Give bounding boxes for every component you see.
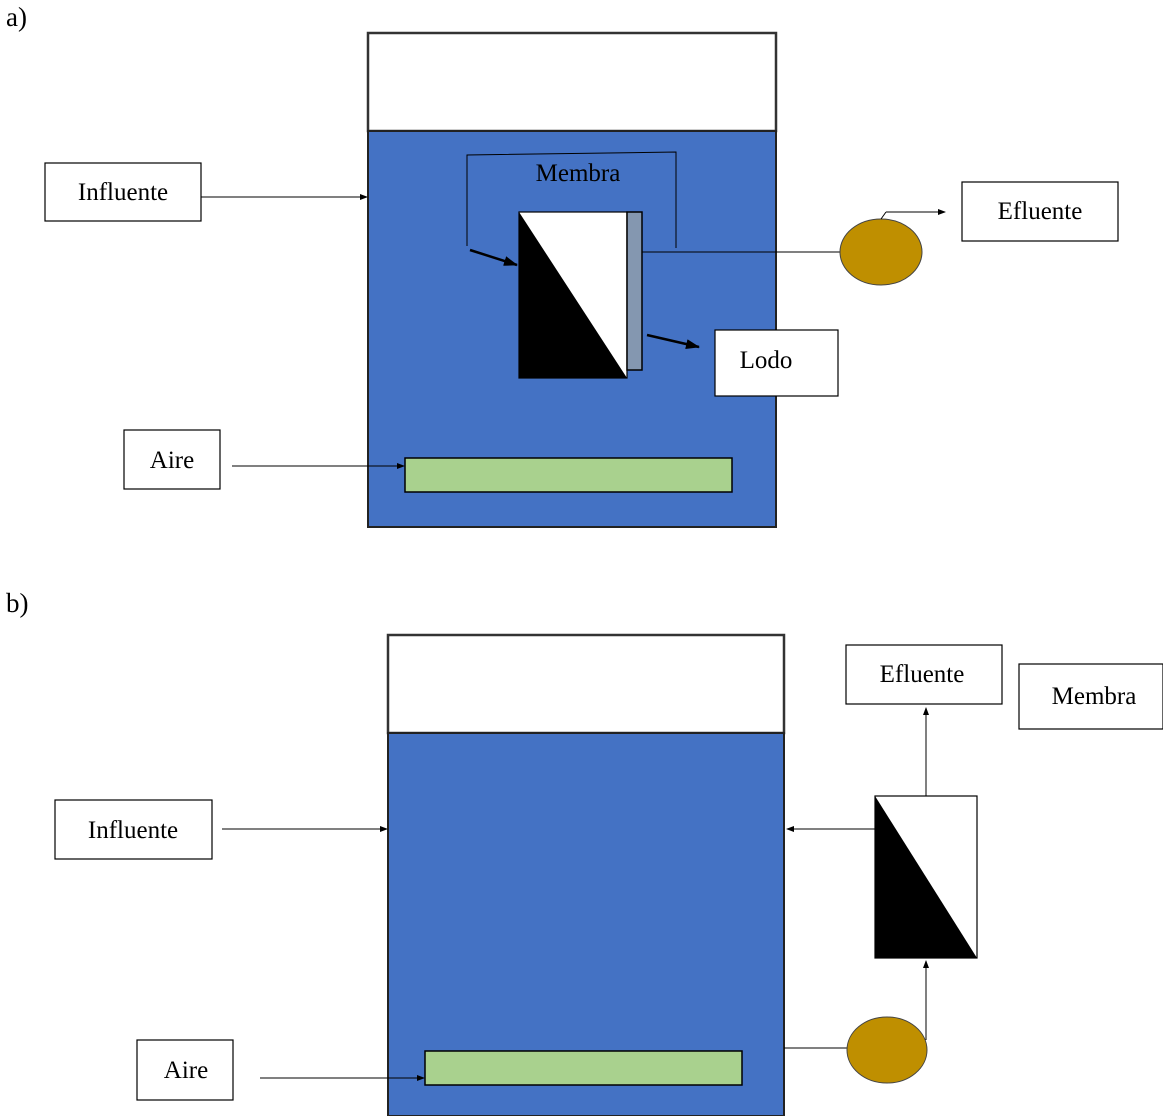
influent-box-a bbox=[44, 162, 202, 222]
membrane-label-a: Membra bbox=[536, 160, 621, 187]
tank-headspace-b bbox=[386, 633, 786, 735]
membrane-shade-b bbox=[875, 796, 977, 958]
sludge-arrow-a bbox=[646, 333, 700, 349]
tank-headspace-a bbox=[366, 31, 778, 133]
membrane-pointer-arrow-a bbox=[469, 248, 518, 267]
aerator-a bbox=[404, 457, 733, 493]
pump-icon-a bbox=[839, 218, 923, 286]
air-box-a bbox=[123, 429, 221, 490]
sludge-box-a bbox=[714, 329, 839, 397]
part-label-a: a) bbox=[6, 2, 27, 32]
influent-label-a: Influente bbox=[78, 179, 168, 206]
membrane-box-b bbox=[1018, 663, 1163, 730]
part-label-b: b) bbox=[6, 588, 29, 618]
membrane-label-b: Membra bbox=[1052, 683, 1137, 710]
membrane-plate-a bbox=[626, 211, 643, 371]
membrane-bracket-a bbox=[466, 151, 677, 248]
diagram-a: a) Influente Membra Lodo Efluente bbox=[6, 2, 1119, 528]
air-box-b bbox=[136, 1039, 234, 1101]
membrane-module-a bbox=[518, 211, 643, 379]
effluent-label-a: Efluente bbox=[998, 198, 1083, 225]
air-label-b: Aire bbox=[164, 1057, 208, 1084]
diagram-b: b) Influente Membra Efluente Aire bbox=[6, 588, 1163, 1116]
influent-box-b bbox=[54, 799, 213, 860]
effluent-box-b bbox=[845, 644, 1003, 705]
tank-b bbox=[386, 633, 786, 1116]
influent-label-b: Influente bbox=[88, 817, 178, 844]
membrane-module-b bbox=[874, 795, 978, 959]
membrane-shade-a bbox=[519, 212, 627, 378]
pump-icon-b bbox=[846, 1016, 928, 1084]
pump-outlet-a bbox=[880, 211, 887, 220]
aerator-b bbox=[424, 1050, 743, 1086]
sludge-label-a: Lodo bbox=[740, 347, 793, 374]
effluent-box-a bbox=[961, 181, 1119, 242]
effluent-label-b: Efluente bbox=[880, 661, 965, 688]
air-label-a: Aire bbox=[150, 447, 194, 474]
